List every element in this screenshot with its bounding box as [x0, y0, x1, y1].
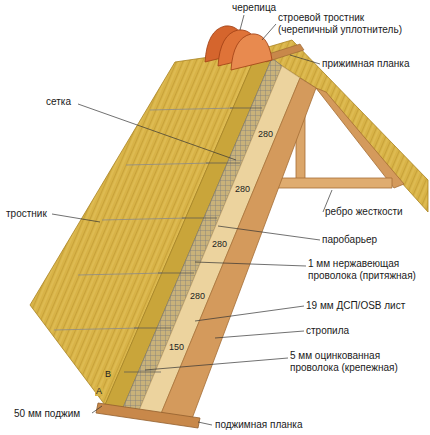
- dimension-label: 50 мм поджим: [14, 408, 80, 420]
- part-label: прижимная планка: [322, 58, 409, 70]
- part-label: 19 мм ДСП/OSB лист: [306, 300, 405, 312]
- part-label: черепица: [232, 2, 276, 14]
- eaves-plank: [96, 403, 200, 428]
- dimension-ticks: [124, 108, 262, 372]
- callout-letter: В: [104, 370, 112, 379]
- dimension-number: 280: [257, 130, 274, 139]
- part-label: ребро жесткости: [325, 206, 403, 218]
- dimension-number: 280: [234, 185, 251, 194]
- back-rafter: [316, 88, 404, 188]
- callout-letter: А: [95, 387, 103, 396]
- part-label: тростник: [6, 208, 47, 220]
- part-label: поджимная планка: [215, 419, 303, 431]
- osb-sheet: [138, 66, 300, 416]
- ridge-tile: [205, 26, 272, 70]
- part-label: стропила: [306, 325, 349, 337]
- part-label: строевой тростник (черепичный уплотнител…: [278, 12, 423, 35]
- dimension-number: 280: [211, 240, 228, 249]
- dimension-number: 280: [189, 292, 206, 301]
- part-label: 1 мм нержавеющая проволока (притяжная): [308, 258, 426, 281]
- dimension-number: 150: [168, 343, 185, 352]
- part-label: паробарьер: [322, 234, 377, 246]
- part-label: сетка: [46, 96, 71, 108]
- part-label: 5 мм оцинкованная проволока (крепежная): [290, 350, 422, 373]
